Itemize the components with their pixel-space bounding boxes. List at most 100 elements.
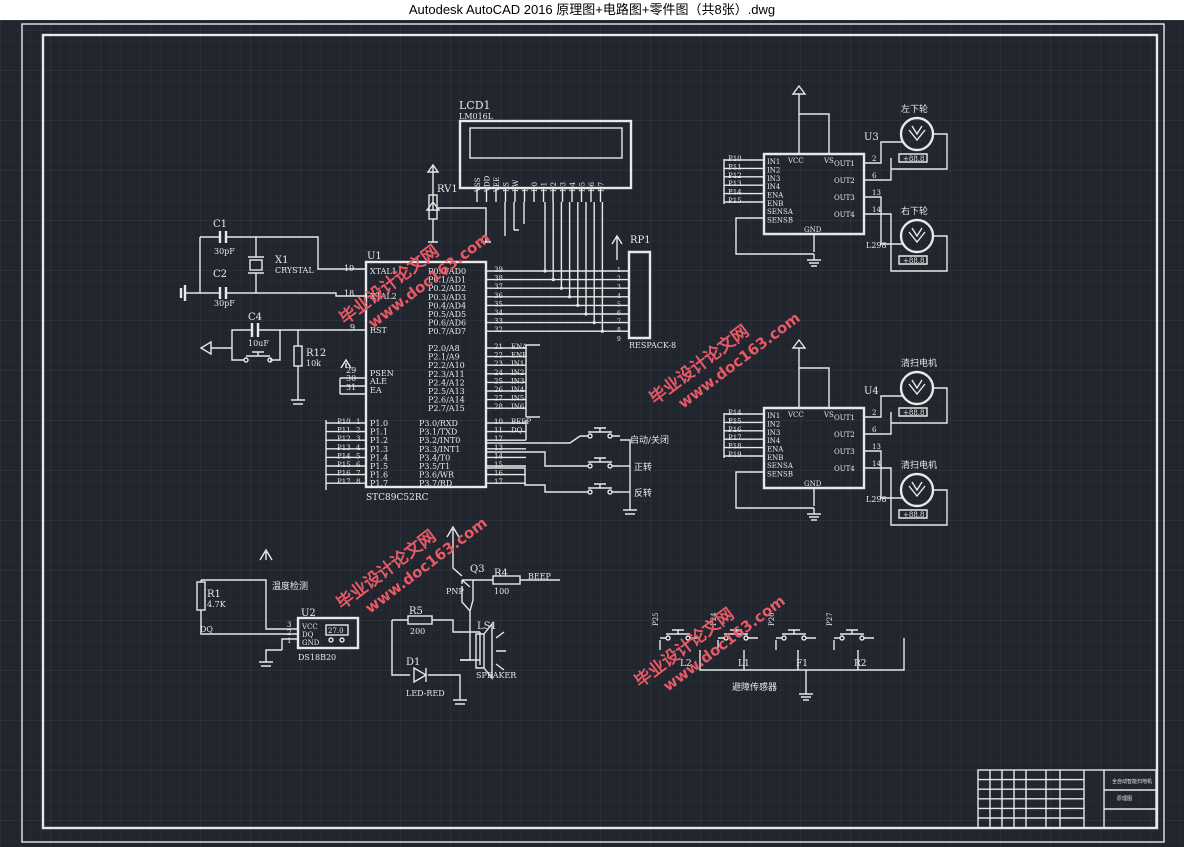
pin-p0-5: P0.5/AD5 <box>428 310 466 319</box>
u2-pin3: 3 <box>287 621 291 629</box>
junction <box>543 269 547 273</box>
c1-ref: C1 <box>213 219 227 230</box>
pin-p0-0: P0.0/AD0 <box>428 267 466 276</box>
sensor-r2: R2 <box>854 659 867 669</box>
switch-forward-label: 正转 <box>634 461 652 473</box>
sensor-leads <box>659 640 835 650</box>
rp-pin-num: 5 <box>617 301 621 308</box>
pin-num: 4 <box>356 444 361 452</box>
l298-model: L298 <box>866 241 887 250</box>
lcd-pin-vdd: VDD <box>484 175 492 193</box>
lcd-pin-d6: D6 <box>588 181 596 192</box>
pin-num: 11 <box>494 427 503 435</box>
net-label: P15 <box>728 197 742 205</box>
r4-ref: R4 <box>494 568 508 579</box>
l298-ref: U3 <box>864 132 879 143</box>
pin-xtal2: XTAL2 <box>370 292 397 301</box>
pin-p0-3: P0.3/AD3 <box>428 293 466 302</box>
lcd1-model: LM016L <box>459 112 494 121</box>
pin-p2-0: P2.0/A8 <box>428 344 460 353</box>
pin9-num: 9 <box>350 323 355 332</box>
l298-pin-ena: ENA <box>767 192 784 200</box>
pin-num: 21 <box>494 343 503 351</box>
ground-icon <box>807 508 821 521</box>
sensor-contact <box>801 635 807 641</box>
rp-pin-num: 7 <box>617 319 621 326</box>
net-label: P18 <box>728 443 742 451</box>
pin-num: 10 <box>494 418 503 426</box>
net-label: P15 <box>728 417 742 425</box>
pin-num: 3 <box>356 435 360 443</box>
pin-p2-4: P2.4/A12 <box>428 378 465 387</box>
crystal-circuit[interactable]: C1 30pF C2 30pF X1 CRYSTAL <box>179 219 366 308</box>
pin-p3-4: P3.4/T0 <box>419 453 450 462</box>
pin-num: 1 <box>356 418 360 426</box>
pin-p1-0: P1.0 <box>370 419 388 428</box>
sensor-contact <box>723 635 729 641</box>
l298-pin-enb: ENB <box>767 454 783 462</box>
net-label: P19 <box>728 451 742 459</box>
l298-pin-in1: IN1 <box>767 412 780 420</box>
rp-pin-num: 6 <box>617 310 621 317</box>
net-label: P11 <box>337 427 351 435</box>
pin-p0-7: P0.7/AD7 <box>428 327 466 336</box>
net-label: ENA <box>511 343 528 351</box>
junction <box>559 286 564 290</box>
pin18-num: 18 <box>344 289 354 298</box>
net-label: IN3 <box>511 377 524 385</box>
reset-circuit[interactable]: C4 10uF R12 10k <box>199 312 366 405</box>
pin-p3-3: P3.3/INT1 <box>419 445 460 454</box>
l298-model: L298 <box>866 495 887 504</box>
l298-pin-out2: OUT2 <box>834 177 855 185</box>
r1-value: 4.7K <box>207 600 227 609</box>
rv1[interactable]: RV1 <box>425 163 491 243</box>
r1-ref: R1 <box>207 589 221 600</box>
pin-num: 15 <box>494 461 503 469</box>
pin29-num: 29 <box>346 366 356 375</box>
rp-pin-num: 4 <box>617 293 621 300</box>
ds18b20-circuit[interactable]: 27.0 温度检测 R1 4.7K U2 DS18B20 VCC DQ GND … <box>196 548 360 667</box>
switch-reverse-label: 反转 <box>634 487 652 499</box>
sensor-switch-icon <box>724 629 748 635</box>
net-label: IN5 <box>511 395 524 403</box>
r4-value: 100 <box>494 587 509 596</box>
c2-value: 30pF <box>214 299 235 308</box>
rp-pin-num: 1 <box>617 267 621 274</box>
pin-p3-1: P3.1/TXD <box>419 428 457 437</box>
pin-p3-5: P3.5/T1 <box>419 462 450 471</box>
pin-num: 17 <box>494 478 503 486</box>
motor-icon <box>908 125 926 142</box>
pin-num: 36 <box>494 292 503 300</box>
l298-pin-in4: IN4 <box>767 183 781 191</box>
control-switches[interactable]: 启动/关闭 正转 反转 <box>580 427 669 515</box>
lcd-pin-rw: RW <box>512 179 520 192</box>
junction <box>592 321 596 325</box>
pin-num: 2 <box>872 155 876 163</box>
pin-num: 6 <box>356 461 361 469</box>
pin-num: 32 <box>494 326 503 334</box>
pin-ale: ALE <box>369 377 387 386</box>
buzzer-circuit[interactable]: Q3 PNP R4 100 BEEP R5 200 LS1 SPEAKER D1… <box>391 525 560 705</box>
pin-p3-7: P3.7/RD <box>419 479 452 488</box>
pin-p2-7: P2.7/A15 <box>428 404 465 413</box>
r5-ref: R5 <box>409 606 423 617</box>
pin-num: 14 <box>872 460 881 468</box>
pin-p2-1: P2.1/A9 <box>428 353 460 362</box>
motor-value-box <box>898 407 928 417</box>
net-label: BEEP <box>511 418 531 426</box>
net-label: P17 <box>337 478 351 486</box>
pin-p1-3: P1.3 <box>370 445 388 454</box>
motor-value: +88.8 <box>903 511 924 519</box>
sensor-contact <box>839 635 845 641</box>
pin-p1-1: P1.1 <box>370 428 388 437</box>
sensor-net: P27 <box>826 612 834 626</box>
lcd-pin-vss: VSS <box>474 177 482 193</box>
sensor-net: P24 <box>710 612 718 626</box>
net-label: P12 <box>728 172 742 180</box>
